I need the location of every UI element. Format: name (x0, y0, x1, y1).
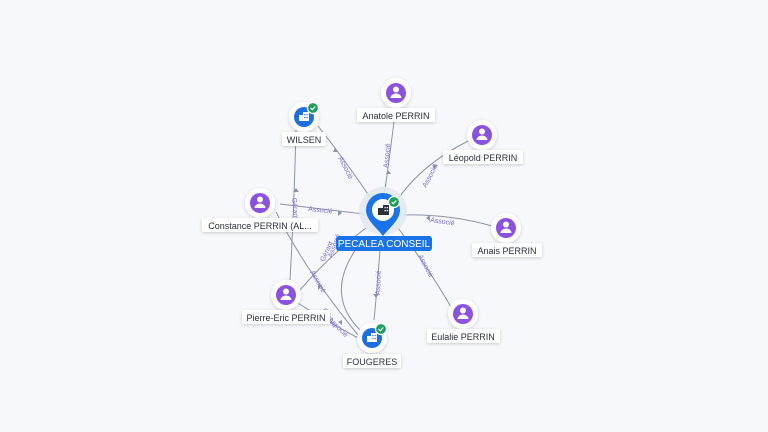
edge-label-eulalie-associe: Associé (416, 254, 434, 279)
edge-wilsen-pierre (289, 129, 297, 281)
edge-label-gerant-2: Gérant (290, 198, 299, 220)
verified-check-icon (306, 101, 320, 115)
arrow-marker (293, 188, 299, 192)
edge-label-fougeres-associe: Associé (375, 270, 383, 295)
arrow-marker (433, 164, 438, 169)
person-icon (386, 83, 406, 103)
edge-leopold-center (395, 139, 471, 203)
center-label-bg (336, 236, 432, 251)
person-node-eulalie[interactable]: Eulalie PERRIN (427, 299, 500, 343)
edge-label-leopold-associe: Associé (422, 164, 440, 189)
arrow-marker (338, 320, 342, 325)
node-label: FOUGERES (347, 357, 398, 367)
edge-label-constance-associe: Associé (308, 206, 333, 216)
edge-arrows (293, 148, 438, 325)
edge-constance-center (279, 203, 365, 215)
node-label: Léopold PERRIN (449, 153, 518, 163)
node-label: Anatole PERRIN (362, 111, 429, 121)
company-node-fougeres[interactable]: FOUGERES (343, 322, 401, 368)
node-label: Constance PERRIN (AL... (208, 221, 312, 231)
building-icon (367, 333, 377, 342)
arrow-marker (426, 215, 430, 221)
node-label: Pierre-Eric PERRIN (246, 313, 325, 323)
person-node-anatole[interactable]: Anatole PERRIN (357, 78, 435, 122)
arrow-marker (338, 210, 342, 216)
node-label: WILSEN (287, 135, 322, 145)
edge-label-pierre-associe: Associé (308, 270, 326, 295)
person-icon (276, 285, 296, 305)
arrow-marker (373, 294, 379, 298)
company-node-wilsen[interactable]: WILSEN (282, 101, 326, 146)
center-node[interactable]: PECALEA CONSEIL (336, 187, 432, 251)
center-label: PECALEA CONSEIL (338, 239, 431, 250)
edge-center-fougeres (373, 249, 381, 321)
arrow-marker (318, 285, 322, 290)
edge-pierre-center (299, 227, 367, 291)
person-node-pierre[interactable]: Pierre-Eric PERRIN (242, 280, 330, 324)
building-icon (299, 112, 309, 121)
verified-check-icon (374, 322, 388, 336)
edge-label-anais-associe: Associé (430, 217, 455, 227)
person-icon (453, 304, 473, 324)
verified-check-icon (387, 195, 401, 209)
person-node-constance[interactable]: Constance PERRIN (AL... (202, 188, 318, 232)
node-label: Anais PERRIN (477, 246, 536, 256)
building-icon (378, 205, 389, 215)
person-icon (472, 125, 492, 145)
person-node-leopold[interactable]: Léopold PERRIN (443, 120, 523, 164)
edge-label-anatole-associe: Associé (383, 143, 392, 168)
edge-label-wilsen-associe: Associé (336, 156, 354, 181)
person-icon (250, 193, 270, 213)
arrow-marker (386, 170, 391, 174)
arrow-marker (333, 148, 338, 152)
node-label: Eulalie PERRIN (431, 332, 495, 342)
edge-anais-center (402, 214, 493, 227)
person-icon (496, 218, 516, 238)
person-node-anais[interactable]: Anais PERRIN (472, 213, 542, 257)
